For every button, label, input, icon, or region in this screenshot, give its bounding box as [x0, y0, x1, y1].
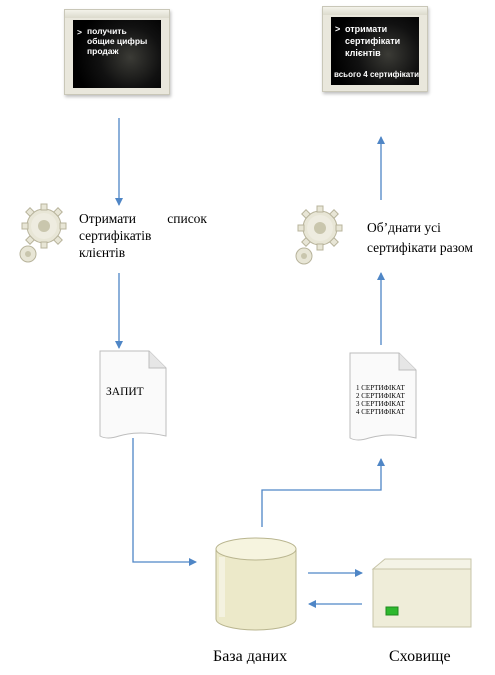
certificate-item: 4 СЕРТИФІКАТ — [356, 408, 405, 416]
status-led — [385, 606, 399, 616]
storage-label: Сховище — [389, 648, 451, 665]
database-label: База даних — [213, 648, 288, 665]
document-icon — [349, 352, 417, 441]
certificate-item: 2 СЕРТИФІКАТ — [356, 392, 405, 400]
prompt-symbol: > — [335, 24, 341, 34]
screen-line: получить — [87, 26, 127, 36]
screen-line: продаж — [87, 46, 119, 56]
screen-display-left: > получить общие цифры продаж — [73, 20, 161, 88]
step-line: Об’днати усі — [367, 220, 441, 235]
certificate-list: 1 СЕРТИФІКАТ 2 СЕРТИФІКАТ 3 СЕРТИФІКАТ 4… — [356, 384, 405, 416]
step-word: Отримати — [79, 211, 137, 226]
server-icon — [371, 558, 472, 628]
gear-icon — [19, 203, 67, 263]
step-label-get-list: Отримати список сертифікатів клієнтів — [79, 210, 207, 261]
step-line: сертифікатів — [79, 228, 152, 243]
screen-line: сертифікати — [345, 36, 401, 46]
prompt-symbol: > — [77, 27, 82, 37]
gear-icon — [295, 205, 343, 265]
screen-line: отримати — [345, 24, 388, 34]
screen-line: общие цифры — [87, 36, 148, 46]
monitor-icon: > отримати сертифікати клієнтів всього 4… — [322, 6, 428, 92]
step-word: список — [167, 211, 207, 226]
screen-display-right: > отримати сертифікати клієнтів всього 4… — [331, 17, 419, 85]
document-icon — [99, 350, 167, 439]
screen-footer: всього 4 сертифікати — [334, 70, 420, 79]
screen-line: клієнтів — [345, 48, 381, 58]
certificate-item: 1 СЕРТИФІКАТ — [356, 384, 405, 392]
database-icon — [215, 537, 297, 631]
monitor-icon: > получить общие цифры продаж — [64, 9, 170, 95]
step-line: клієнтів — [79, 245, 126, 260]
step-label-merge: Об’днати усі сертифікати разом — [367, 218, 492, 258]
certificate-item: 3 СЕРТИФІКАТ — [356, 400, 405, 408]
arrow-request-to-database — [132, 438, 197, 566]
request-label: ЗАПИТ — [106, 386, 144, 398]
arrow-database-to-certificates — [261, 458, 385, 527]
step-line: сертифікати разом — [367, 240, 473, 255]
